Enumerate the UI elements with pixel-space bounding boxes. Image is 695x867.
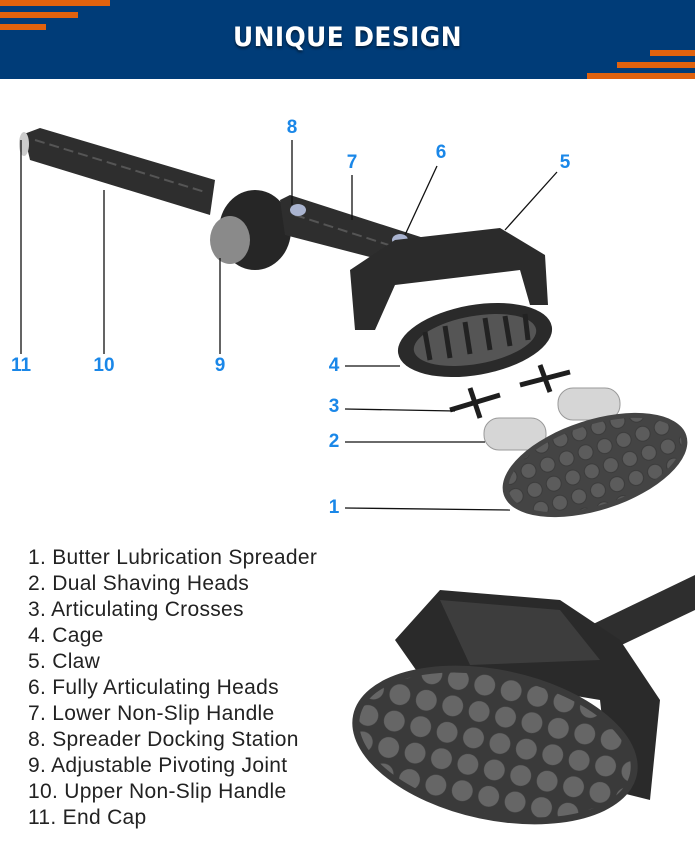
leader-lines xyxy=(20,140,558,511)
accent-bar xyxy=(0,24,46,30)
accent-bar xyxy=(617,62,695,68)
callout-1: 1 xyxy=(328,497,340,518)
cage xyxy=(397,302,553,378)
page-title: UNIQUE DESIGN xyxy=(233,22,462,53)
list-item: 8. Spreader Docking Station xyxy=(28,728,299,751)
callout-2: 2 xyxy=(328,431,340,452)
pivot-joint xyxy=(210,190,291,270)
list-item: 7. Lower Non-Slip Handle xyxy=(28,702,275,725)
callout-5: 5 xyxy=(559,152,571,173)
shaving-heads xyxy=(483,387,621,451)
list-item: 11. End Cap xyxy=(28,806,147,829)
callout-8: 8 xyxy=(286,117,298,138)
callout-4: 4 xyxy=(328,355,340,376)
list-item: 9. Adjustable Pivoting Joint xyxy=(28,754,288,777)
accent-bar xyxy=(650,50,695,56)
list-item: 6. Fully Articulating Heads xyxy=(28,676,279,699)
list-item: 3. Articulating Crosses xyxy=(28,598,244,621)
callout-10: 10 xyxy=(93,355,115,376)
callout-11: 11 xyxy=(10,355,32,376)
spreader-closeup xyxy=(352,575,695,825)
accent-bar xyxy=(587,73,695,79)
accent-bar xyxy=(0,0,110,6)
list-item: 2. Dual Shaving Heads xyxy=(28,572,250,595)
upper-handle xyxy=(19,128,215,215)
claw xyxy=(350,228,548,330)
callout-7: 7 xyxy=(346,152,358,173)
list-item: 5. Claw xyxy=(28,650,101,673)
list-item: 10. Upper Non-Slip Handle xyxy=(28,780,287,803)
articulating-crosses xyxy=(449,364,571,419)
callout-6: 6 xyxy=(435,142,447,163)
butter-spreader xyxy=(502,412,688,518)
header-banner: UNIQUE DESIGN xyxy=(0,0,695,79)
callout-9: 9 xyxy=(214,355,226,376)
list-item: 4. Cage xyxy=(28,624,104,647)
parts-list: 1. Butter Lubrication Spreader 2. Dual S… xyxy=(28,545,317,831)
callout-3: 3 xyxy=(328,396,340,417)
accent-bar xyxy=(0,12,78,18)
list-item: 1. Butter Lubrication Spreader xyxy=(28,546,318,569)
